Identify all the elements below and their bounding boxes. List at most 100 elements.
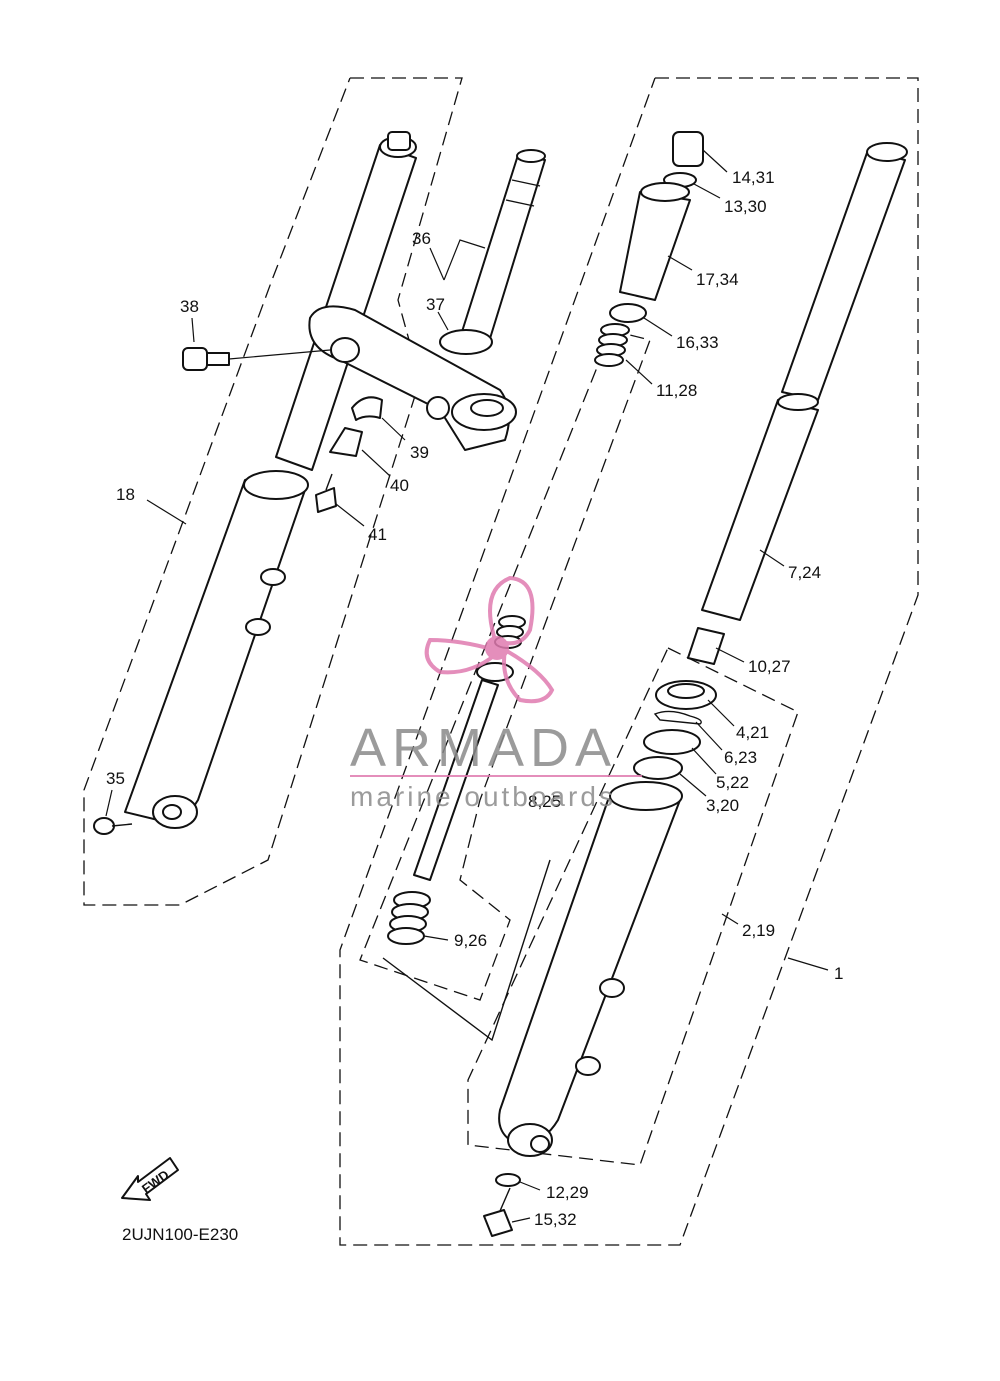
lead-38 — [191, 317, 195, 343]
lead-36 — [429, 247, 445, 281]
callout-1: 1 — [834, 964, 843, 983]
fwd-arrow-icon — [121, 1157, 179, 1201]
callout-11-28: 11,28 — [656, 381, 697, 400]
lead-1 — [787, 957, 829, 971]
stem-thread-2 — [505, 199, 535, 207]
lead-41 — [335, 503, 365, 527]
spring-11 — [594, 323, 630, 367]
lead-17 — [667, 255, 693, 271]
right-fork-tubes — [483, 142, 908, 1237]
lead-7 — [759, 549, 785, 567]
callout-labels: 14,31 13,30 17,34 16,33 11,28 36 37 38 3… — [106, 168, 843, 1229]
axle-bolt-35 — [93, 817, 115, 835]
callout-38: 38 — [180, 297, 199, 316]
washer-3 — [633, 756, 683, 780]
callout-4-21: 4,21 — [736, 723, 769, 742]
callout-35: 35 — [106, 769, 125, 788]
spacer-17 — [619, 191, 691, 301]
copper-washer-12 — [495, 1173, 521, 1187]
lead-4 — [707, 699, 735, 727]
steering-stem-top — [516, 149, 546, 163]
callout-10-27: 10,27 — [748, 657, 791, 676]
left-caliper-mount-upper — [260, 568, 286, 586]
lead-18 — [146, 499, 187, 525]
lead-39 — [381, 417, 406, 441]
lead-2 — [721, 913, 739, 925]
left-caliper-mount-lower — [245, 618, 271, 636]
right-fork-internals — [387, 131, 704, 945]
under-bracket-assembly — [308, 149, 546, 451]
callout-7-24: 7,24 — [788, 563, 821, 582]
outer-tube-2 — [498, 789, 681, 1144]
callout-9-26: 9,26 — [454, 931, 487, 950]
watermark-tagline: marine outboards — [350, 781, 616, 812]
lead-36-bracket — [443, 239, 486, 281]
stem-thread-1 — [511, 179, 541, 187]
stopper-ring-6 — [653, 710, 702, 725]
damper-bolt-15-thread — [499, 1187, 511, 1212]
lead-9 — [423, 935, 449, 941]
callout-37: 37 — [426, 295, 445, 314]
spring-group-lead-9 — [382, 859, 551, 1042]
outer-tube-2-top — [609, 781, 683, 811]
callout-8-25: 8,25 — [528, 792, 561, 811]
callout-6-23: 6,23 — [724, 748, 757, 767]
leader-lines — [105, 149, 829, 1223]
bracket-pinch-bolt — [426, 396, 450, 420]
callout-14-31: 14,31 — [732, 168, 775, 187]
bolt-41 — [315, 487, 337, 513]
left-hardware — [93, 347, 383, 835]
lead-10 — [715, 647, 745, 663]
callout-36: 36 — [412, 229, 431, 248]
bracket-right-clamp-hole — [470, 399, 504, 417]
lead-13 — [693, 183, 721, 199]
callout-41: 41 — [368, 525, 387, 544]
inner-tube-7 — [701, 399, 819, 621]
inner-tube-upper — [781, 149, 906, 401]
damper-bolt-15 — [483, 1209, 513, 1237]
armada-watermark: ARMADA marine outboards — [350, 575, 642, 812]
lead-6 — [695, 721, 723, 751]
propeller-logo-icon — [424, 575, 555, 704]
outer-tube-axle-hole — [530, 1135, 550, 1153]
callout-18: 18 — [116, 485, 135, 504]
inner-tube-7-top — [777, 393, 819, 411]
callout-2-19: 2,19 — [742, 921, 775, 940]
bearing-race-37 — [439, 329, 493, 355]
axle-bolt-35-thread — [111, 823, 133, 827]
dust-seal-4-inner — [667, 683, 705, 699]
slide-metal-10 — [687, 627, 725, 665]
callout-13-30: 13,30 — [724, 197, 767, 216]
callout-40: 40 — [390, 476, 409, 495]
inner-tube-top — [866, 142, 908, 162]
lead-11 — [625, 359, 653, 385]
left-oil-seal-ring — [243, 470, 309, 500]
cap-bolt-14 — [672, 131, 704, 167]
oil-seal-5 — [643, 729, 701, 755]
lead-14 — [702, 149, 728, 173]
lead-5 — [691, 747, 717, 775]
spacer-17-top — [640, 182, 690, 202]
left-axle-hole — [162, 804, 182, 820]
spring-9 — [387, 891, 431, 945]
watermark-brand: ARMADA — [350, 718, 617, 778]
left-fork-assembly — [124, 131, 417, 829]
callout-39: 39 — [410, 443, 429, 462]
callout-15-32: 15,32 — [534, 1210, 577, 1229]
callout-12-29: 12,29 — [546, 1183, 589, 1202]
outer-tube-caliper-mount-lower — [575, 1056, 601, 1076]
callout-3-20: 3,20 — [706, 796, 739, 815]
pinch-bolt-38 — [182, 347, 208, 371]
left-fork-boundary — [83, 77, 463, 906]
lead-16 — [643, 317, 673, 337]
lead-35 — [105, 789, 113, 817]
hose-guide-40 — [329, 427, 363, 457]
bracket-left-clamp-bolt-boss — [330, 337, 360, 363]
pinch-bolt-38-thread — [206, 352, 230, 366]
diagram-code: 2UJN100-E230 — [122, 1225, 238, 1244]
left-cap-bolt — [387, 131, 411, 151]
callout-17-34: 17,34 — [696, 270, 739, 289]
lead-40 — [361, 449, 391, 477]
bolt-41-thread — [325, 473, 333, 491]
